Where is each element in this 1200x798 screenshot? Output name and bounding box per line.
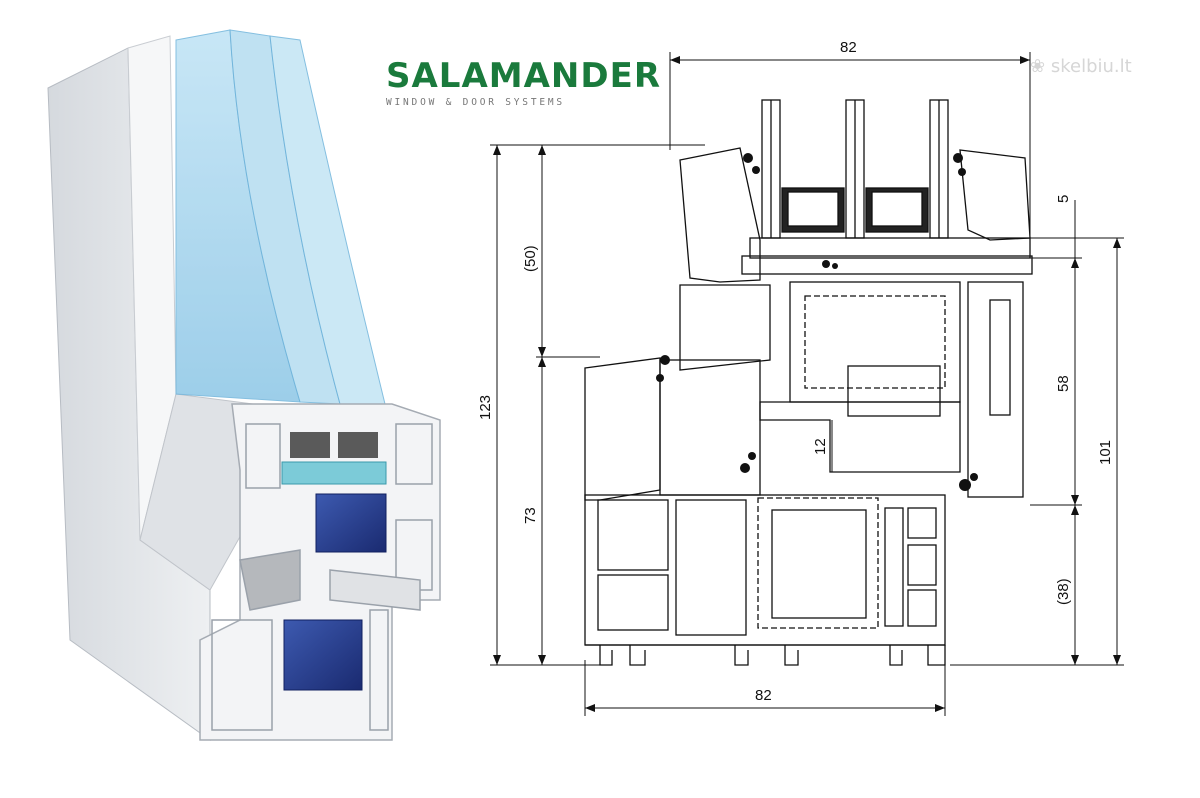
dim-glass-offset: 5 [1055, 195, 1072, 203]
spacer-1 [290, 432, 330, 458]
dim-frame-height: 101 [1097, 440, 1114, 465]
window-profile-render [47, 29, 441, 741]
brand-subtitle: WINDOW & DOOR SYSTEMS [386, 97, 565, 108]
dim-gap: 12 [812, 438, 829, 455]
dim-bottom-width: 82 [755, 687, 772, 704]
dim-top-width: 82 [840, 39, 857, 56]
profile-chambers [211, 423, 433, 731]
dim-frame-lower: (38) [1055, 578, 1072, 605]
steel-reinforcement-sash [315, 493, 387, 553]
glazing-bead [281, 461, 387, 485]
watermark: ❀ skelbiu.lt [1030, 56, 1132, 77]
spacer-2 [338, 432, 378, 458]
brand-name: SALAMANDER [386, 56, 662, 96]
dim-sash-bottom: 73 [522, 507, 539, 524]
logo-icon: ❀ [1030, 56, 1046, 77]
dim-total-height: 123 [477, 395, 494, 420]
brand-logo: SALAMANDER WINDOW & DOOR SYSTEMS [386, 56, 662, 108]
watermark-text: skelbiu.lt [1050, 56, 1132, 77]
dim-sash-height: 58 [1055, 375, 1072, 392]
dim-sash-top: (50) [522, 245, 539, 272]
steel-reinforcement-frame [283, 619, 363, 691]
